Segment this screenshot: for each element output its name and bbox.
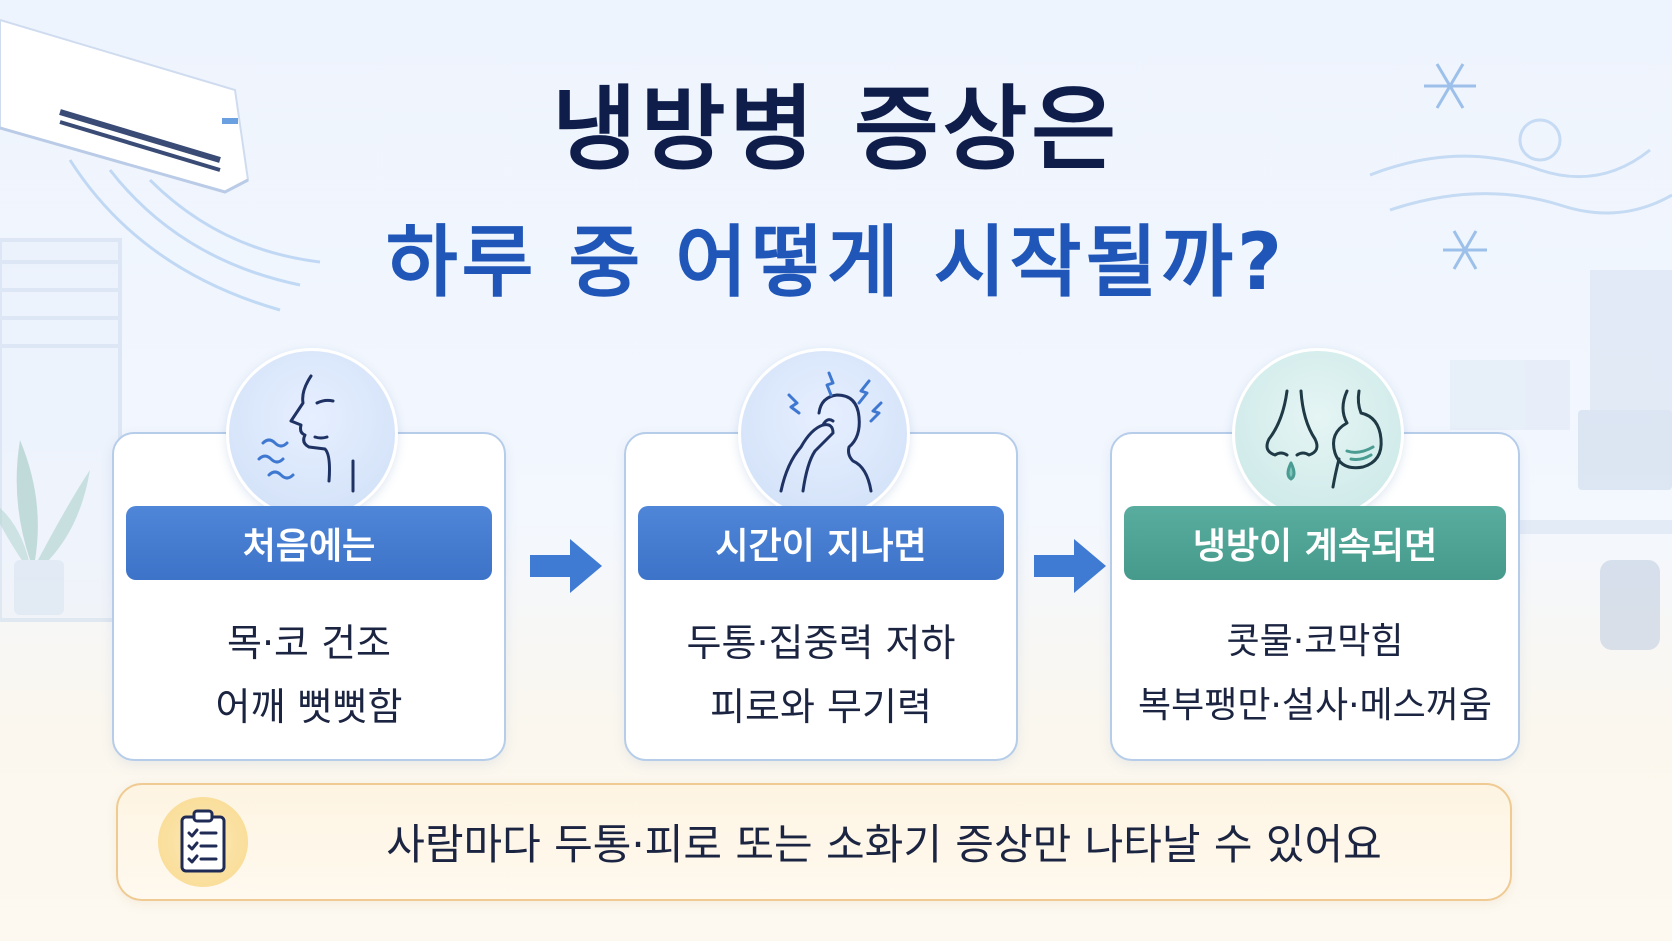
- note-text: 사람마다 두통·피로 또는 소화기 증상만 나타날 수 있어요: [386, 820, 1382, 869]
- headache-icon: [738, 348, 910, 520]
- stage-symptom: 피로와 무기력: [710, 685, 932, 729]
- stage-label-early: 처음에는: [126, 506, 492, 580]
- title-line-1: 냉방병 증상은: [552, 76, 1120, 183]
- stage-symptom: 어깨 뻣뻣함: [215, 685, 403, 729]
- title-line-2: 하루 중 어떻게 시작될까?: [385, 218, 1287, 308]
- stage-label-later: 시간이 지나면: [638, 506, 1004, 580]
- plant-icon: [0, 440, 90, 615]
- stage-symptom: 목·코 건조: [227, 621, 391, 665]
- nose-stomach-icon: [1232, 348, 1404, 520]
- right-arrow-icon: [1034, 539, 1106, 593]
- clipboard-checklist-icon: [158, 797, 248, 887]
- right-arrow-icon: [530, 539, 602, 593]
- stage-symptom: 콧물·코막힘: [1226, 621, 1404, 662]
- stage-card-later: 시간이 지나면 두통·집중력 저하 피로와 무기력: [624, 348, 1018, 761]
- dry-throat-icon: [226, 348, 398, 520]
- stage-card-early: 처음에는 목·코 건조 어깨 뻣뻣함: [112, 348, 506, 761]
- stage-label-continued: 냉방이 계속되면: [1124, 506, 1506, 580]
- stage-symptom: 복부팽만·설사·메스꺼움: [1137, 685, 1493, 726]
- stage-symptom: 두통·집중력 저하: [686, 621, 956, 665]
- info-note: 사람마다 두통·피로 또는 소화기 증상만 나타날 수 있어요: [116, 783, 1512, 901]
- stage-card-continued: 냉방이 계속되면 콧물·코막힘 복부팽만·설사·메스꺼움: [1110, 348, 1520, 761]
